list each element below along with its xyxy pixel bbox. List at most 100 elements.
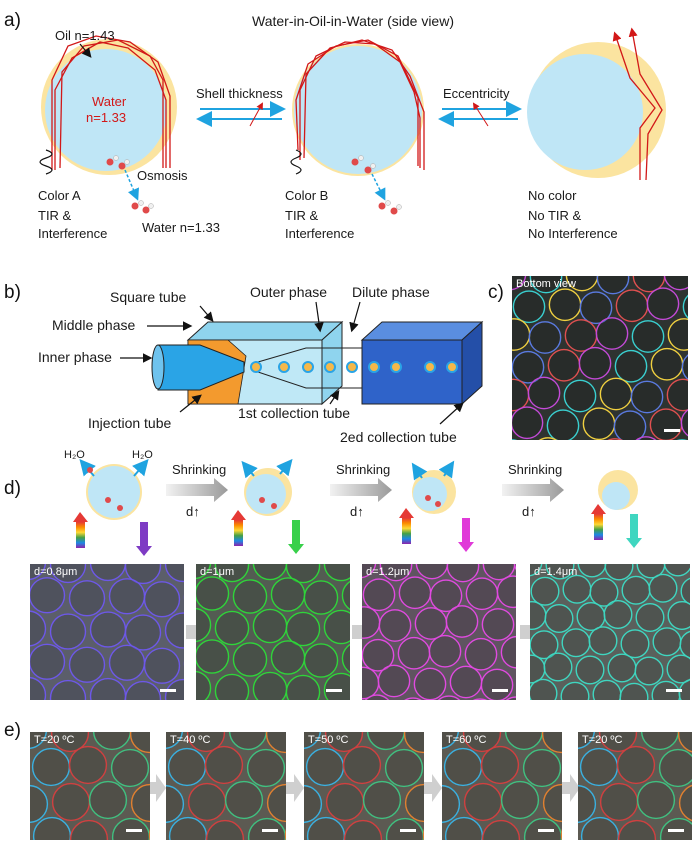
droplet-ring: [88, 780, 128, 820]
droplet-rings: [196, 564, 350, 700]
micrograph-e-0: T=20 ºC: [30, 732, 150, 840]
droplet-ring: [265, 732, 286, 754]
droplet-ring: [403, 732, 424, 754]
droplet-ring: [232, 642, 268, 677]
droplet-ring: [481, 608, 515, 641]
droplet-ring: [30, 577, 66, 614]
droplet-ring: [341, 580, 350, 611]
droplet-ring: [89, 611, 127, 648]
droplet-ring: [124, 614, 162, 651]
state-a-line-3: Interference: [38, 226, 107, 241]
droplet-ring: [196, 576, 230, 611]
droplet-ring: [49, 564, 87, 584]
droplet-ring: [50, 732, 90, 753]
chevron-e-3: [424, 774, 442, 802]
injection-tube-arrow: [179, 394, 202, 413]
droplet-ring: [196, 670, 212, 700]
droplet-ring: [124, 564, 162, 585]
panel-e-label: e): [4, 720, 21, 741]
droplet-rings: [512, 276, 688, 440]
droplet-ring: [582, 407, 616, 440]
droplet-ring: [30, 610, 47, 647]
droplet-ring: [108, 578, 146, 615]
oil-index-label: Oil n=1.43: [55, 28, 115, 43]
droplet-ring: [167, 747, 207, 787]
droplet-rings: [166, 732, 286, 840]
droplet-ring: [196, 607, 212, 643]
oil-pointer-arrow: [79, 43, 92, 58]
droplet-ring: [166, 732, 183, 749]
droplet-ring: [342, 745, 382, 785]
scale-bar: [664, 429, 680, 432]
droplet-ring: [599, 782, 639, 822]
droplet-ring: [30, 564, 47, 581]
droplet-ring: [500, 635, 516, 669]
droplet-ring: [324, 732, 364, 753]
droplet-rings: [578, 732, 692, 840]
droplet-ring: [49, 613, 87, 650]
d-arrow-label-3: d↑: [522, 504, 536, 519]
droplet-ring: [681, 354, 688, 381]
droplet-ring: [666, 654, 690, 684]
droplet-ring: [530, 630, 559, 660]
droplet-ring: [143, 647, 181, 684]
eccentric-droplet: [527, 27, 666, 181]
droplet-ring: [561, 628, 591, 658]
outer-phase-arrow: [314, 301, 324, 333]
droplet-ring: [607, 438, 623, 440]
second-collection-arrow: [439, 402, 464, 425]
droplet-ring: [560, 681, 590, 700]
droplet-ring: [663, 564, 690, 577]
droplet-ring: [646, 287, 680, 321]
droplet-ring: [341, 643, 350, 674]
state-c-line-1: No color: [528, 188, 577, 203]
droplet-ring: [545, 564, 575, 580]
droplet-ring: [480, 745, 520, 785]
inner-phase-label: Inner phase: [38, 349, 112, 365]
droplet-ring: [303, 580, 339, 615]
droplet-ring: [228, 732, 268, 751]
outer-phase-label: Outer phase: [250, 284, 327, 300]
water-molecules-a: [106, 155, 154, 214]
droplet-ring: [214, 564, 250, 583]
droplet-ring: [232, 579, 268, 614]
droplet-rings: [30, 564, 184, 700]
droplet-ring: [252, 564, 288, 581]
scale-bar: [126, 829, 142, 832]
droplet-ring: [323, 609, 350, 645]
droplet-ring: [513, 564, 516, 571]
droplet-ring: [588, 626, 618, 656]
thickness-tag-3: d=1.4μm: [534, 566, 578, 578]
droplet-ring: [442, 732, 459, 749]
droplet-ring: [512, 276, 527, 291]
droplet-ring: [548, 288, 582, 322]
state-a-line-1: Color A: [38, 188, 81, 203]
droplet-ring: [543, 652, 573, 682]
double-emulsion-droplet-b: [290, 39, 425, 176]
droplet-ring: [563, 379, 597, 413]
middle-phase-label: Middle phase: [52, 317, 135, 333]
first-collection-label: 1st collection tube: [238, 405, 350, 421]
droplet-ring: [343, 819, 383, 840]
panel-b-label: b): [4, 282, 21, 303]
droplet-ring: [680, 577, 690, 605]
osmosis-label: Osmosis: [137, 168, 188, 183]
micrograph-d-2: d=1.2μm: [362, 564, 516, 700]
droplet-rings: [530, 564, 690, 700]
droplet-ring: [270, 577, 306, 612]
droplet-ring: [620, 629, 650, 659]
droplet-ring: [636, 564, 666, 579]
droplet-ring: [379, 564, 413, 582]
droplet-ring: [397, 636, 431, 670]
droplet-ring: [596, 276, 630, 295]
panel-a-label: a): [4, 10, 21, 31]
panel-a-title: Water-in-Oil-in-Water (side view): [252, 13, 454, 29]
droplet-ring: [522, 748, 562, 788]
droplet-ring: [186, 732, 226, 753]
droplet-ring: [270, 640, 306, 675]
droplet-ring: [325, 782, 365, 822]
droplet-ring: [512, 406, 544, 440]
h2o-label-left: H₂O: [64, 449, 85, 461]
scale-bar: [666, 689, 682, 692]
droplet-ring: [443, 747, 483, 787]
